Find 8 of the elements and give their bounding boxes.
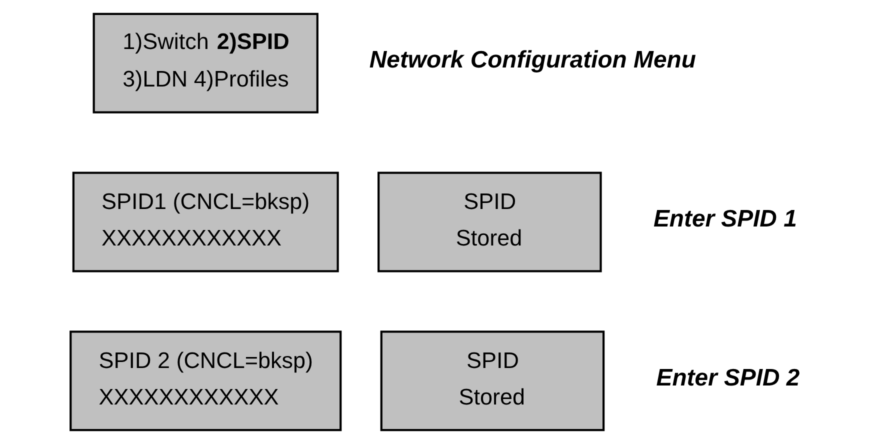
node-box: 1)Switch 2)SPID 3)LDN 4)Profiles — [92, 12, 318, 114]
node-box: SPID Stored — [380, 330, 604, 432]
node-box: SPID 2 (CNCL=bksp) XXXXXXXXXXXX — [69, 330, 342, 432]
node-box: SPID Stored — [377, 172, 602, 272]
node-box: SPID1 (CNCL=bksp) XXXXXXXXXXXX — [72, 172, 338, 272]
node-label: Enter SPID 1 — [652, 205, 796, 232]
node-label: Network Configuration Menu — [368, 46, 696, 74]
node-label: Enter SPID 2 — [656, 364, 800, 392]
